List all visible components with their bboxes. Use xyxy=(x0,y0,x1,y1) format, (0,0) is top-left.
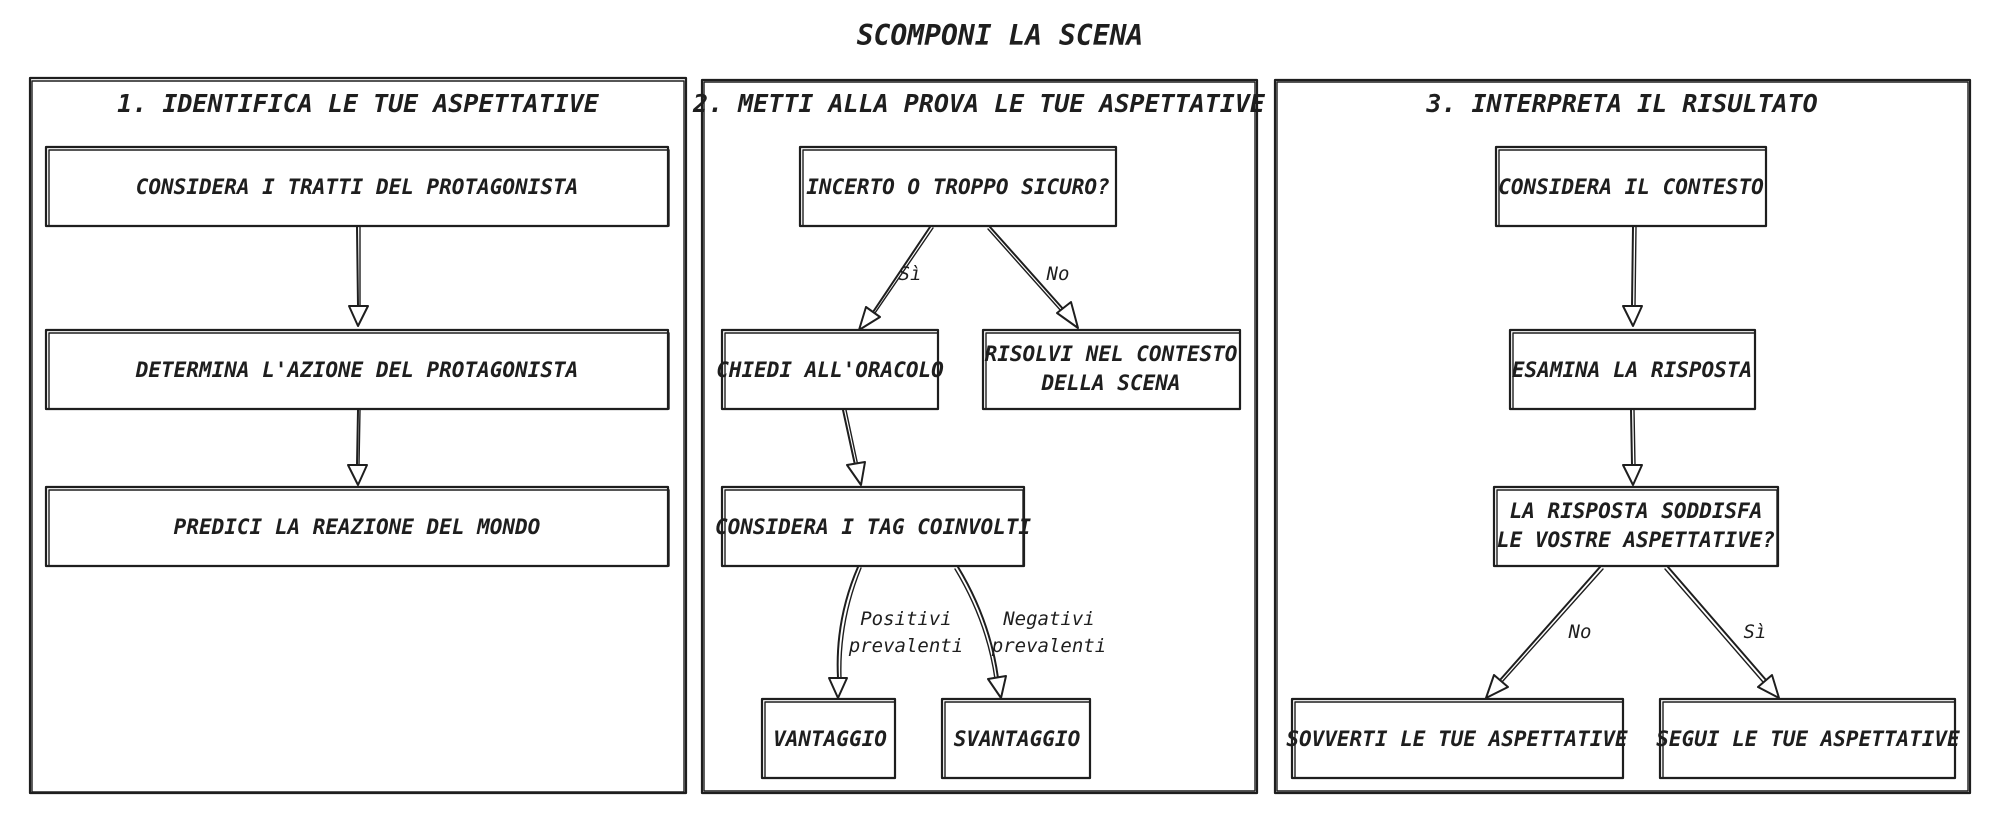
arrow-no-to-subvert xyxy=(1485,566,1604,699)
panel-frame-sketch xyxy=(1276,81,1969,792)
node-determine-protagonist-action: DETERMINA L'AZIONE DEL PROTAGONISTA xyxy=(44,328,670,411)
node-label: ESAMINA LA RISPOSTA xyxy=(1512,358,1752,382)
panel-frame xyxy=(700,78,1259,795)
node-label: CONSIDERA I TAG COINVOLTI xyxy=(715,515,1031,539)
arrow-oracle-to-tags xyxy=(842,409,866,486)
node-label: SEGUI LE TUE ASPETTATIVE xyxy=(1656,727,1960,751)
panel-frame-sketch xyxy=(703,81,1256,792)
node-label-line-2: DELLA SCENA xyxy=(1040,371,1180,395)
edge-label-positive-line-2: prevalenti xyxy=(848,635,963,657)
node-disadvantage: SVANTAGGIO xyxy=(940,697,1092,780)
panel-title: 2. METTI ALLA PROVA LE TUE ASPETTATIVE xyxy=(692,89,1266,118)
node-advantage: VANTAGGIO xyxy=(760,697,897,780)
panel-frame-sketch xyxy=(31,80,685,793)
node-label-line-1: LA RISPOSTA SODDISFA xyxy=(1510,499,1763,523)
node-label: VANTAGGIO xyxy=(773,727,887,751)
edge-label-yes: Sì xyxy=(899,263,922,285)
node-label: CHIEDI ALL'ORACOLO xyxy=(716,358,944,382)
node-consider-context: CONSIDERA IL CONTESTO xyxy=(1494,145,1768,228)
edge-label-negative-line-2: prevalenti xyxy=(991,635,1106,657)
node-label-line-1: RISOLVI NEL CONTESTO xyxy=(985,342,1238,366)
arrow-negative-to-disadvantage xyxy=(954,566,1007,699)
node-resolve-in-scene-context: RISOLVI NEL CONTESTO DELLA SCENA xyxy=(981,328,1242,411)
node-uncertain-or-overconfident: INCERTO O TROPPO SICURO? xyxy=(798,145,1118,228)
arrow-positive-to-advantage xyxy=(828,566,862,699)
node-examine-answer: ESAMINA LA RISPOSTA xyxy=(1508,328,1757,411)
panel-frame xyxy=(28,76,688,795)
panel-title: 1. IDENTIFICA LE TUE ASPETTATIVE xyxy=(117,89,600,118)
node-label: INCERTO O TROPPO SICURO? xyxy=(806,175,1109,199)
panel-frame xyxy=(1273,78,1972,795)
edge-label-yes: Sì xyxy=(1744,621,1767,643)
arrow-action-to-reaction xyxy=(347,409,368,486)
node-label: PREDICI LA REAZIONE DEL MONDO xyxy=(174,515,541,539)
edge-label-no: No xyxy=(1568,621,1592,643)
node-subvert-expectations: SOVVERTI LE TUE ASPETTATIVE xyxy=(1286,697,1628,780)
node-label: CONSIDERA IL CONTESTO xyxy=(1498,175,1764,199)
node-does-answer-satisfy-expectations: LA RISPOSTA SODDISFA LE VOSTRE ASPETTATI… xyxy=(1492,485,1780,568)
edge-label-negative-line-1: Negativi xyxy=(1002,608,1095,630)
diagram-title: SCOMPONI LA SCENA xyxy=(857,19,1144,52)
node-label: SOVVERTI LE TUE ASPETTATIVE xyxy=(1286,727,1628,751)
panel-test-expectations: 2. METTI ALLA PROVA LE TUE ASPETTATIVE I… xyxy=(692,78,1266,795)
node-ask-oracle: CHIEDI ALL'ORACOLO xyxy=(716,328,944,411)
node-label: DETERMINA L'AZIONE DEL PROTAGONISTA xyxy=(135,358,579,382)
panel-identify-expectations: 1. IDENTIFICA LE TUE ASPETTATIVE CONSIDE… xyxy=(28,76,688,795)
node-consider-involved-tags: CONSIDERA I TAG COINVOLTI xyxy=(715,485,1031,568)
arrow-no-to-resolve xyxy=(987,226,1079,329)
arrow-context-to-examine xyxy=(1622,226,1643,327)
edge-label-no: No xyxy=(1046,263,1070,285)
panel-interpret-result: 3. INTERPRETA IL RISULTATO CONSIDERA IL … xyxy=(1273,78,1972,795)
arrow-yes-to-follow xyxy=(1664,566,1780,699)
arrow-yes-to-oracle xyxy=(858,226,934,331)
edge-label-positive-line-1: Positivi xyxy=(860,608,952,630)
node-label: SVANTAGGIO xyxy=(954,727,1080,751)
node-predict-world-reaction: PREDICI LA REAZIONE DEL MONDO xyxy=(44,485,670,568)
panel-title: 3. INTERPRETA IL RISULTATO xyxy=(1425,89,1817,118)
node-follow-expectations: SEGUI LE TUE ASPETTATIVE xyxy=(1656,697,1960,780)
node-label-line-2: LE VOSTRE ASPETTATIVE? xyxy=(1497,528,1775,552)
node-consider-protagonist-traits: CONSIDERA I TRATTI DEL PROTAGONISTA xyxy=(44,145,670,228)
node-label: CONSIDERA I TRATTI DEL PROTAGONISTA xyxy=(136,175,579,199)
arrow-examine-to-decision xyxy=(1622,409,1643,486)
arrow-traits-to-action xyxy=(348,226,369,327)
